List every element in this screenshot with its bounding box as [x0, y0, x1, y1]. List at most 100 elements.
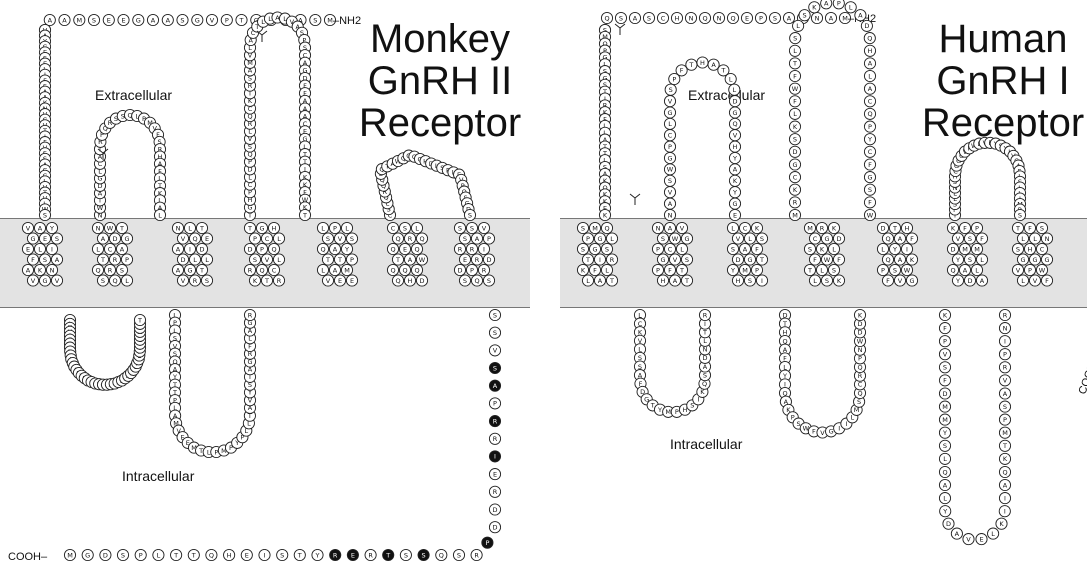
residue: T [1012, 222, 1023, 233]
residue: V [729, 130, 740, 141]
svg-text:N: N [656, 224, 661, 232]
svg-text:N: N [858, 346, 863, 354]
svg-text:T: T [297, 551, 302, 559]
residue: D [100, 549, 111, 560]
residue: P [999, 414, 1010, 425]
svg-text:A: A [475, 235, 480, 243]
residue: F [833, 254, 844, 265]
residue-chain: NAVSWGPCLGVSPFTHATLLDGQVHYAKYGE [664, 57, 740, 221]
svg-text:I: I [838, 425, 840, 433]
svg-text:V: V [482, 224, 487, 232]
residue: F [1041, 275, 1052, 286]
residue: Y [727, 264, 738, 275]
residue: T [756, 254, 767, 265]
svg-text:I: I [906, 245, 908, 253]
svg-text:S: S [121, 551, 125, 559]
svg-text:S: S [857, 398, 861, 406]
residue: V [478, 222, 489, 233]
svg-text:L: L [975, 266, 979, 274]
svg-text:Y: Y [892, 245, 897, 253]
residue: P [652, 264, 663, 275]
residue: A [172, 264, 183, 275]
svg-text:D: D [112, 235, 117, 243]
residue-chain: MRKCGDSKLFWFTLSLSK [804, 222, 844, 286]
residue: N [46, 264, 57, 275]
residue: S [769, 12, 780, 23]
residue: M [341, 264, 352, 275]
svg-text:S: S [803, 12, 807, 20]
residue: P [329, 222, 340, 233]
svg-text:W: W [107, 224, 114, 232]
svg-text:G: G [684, 235, 689, 243]
svg-text:V: V [265, 256, 270, 264]
residue: P [939, 336, 950, 347]
svg-text:T: T [807, 266, 812, 274]
residue: S [681, 254, 692, 265]
phospho-residue: R [489, 416, 500, 427]
svg-text:S: S [493, 329, 497, 337]
residue: H [732, 275, 743, 286]
residue: S [939, 362, 950, 373]
svg-text:I: I [483, 245, 485, 253]
svg-text:L: L [610, 235, 614, 243]
residue: M [589, 222, 600, 233]
residue: I [184, 243, 195, 254]
residue: S [727, 243, 738, 254]
residue: Y [729, 152, 740, 163]
svg-text:S: S [832, 266, 836, 274]
residue: A [329, 243, 340, 254]
residue: K [816, 243, 827, 254]
residue: S [790, 33, 801, 44]
svg-text:R: R [113, 256, 118, 264]
residue: L [121, 275, 132, 286]
svg-text:G: G [667, 154, 672, 162]
residue: L [877, 243, 888, 254]
svg-text:L: L [345, 224, 349, 232]
residue: M [939, 401, 950, 412]
svg-text:S: S [280, 551, 284, 559]
residue: E [489, 469, 500, 480]
residue: F [864, 159, 875, 170]
svg-text:T: T [199, 266, 204, 274]
svg-text:H: H [700, 59, 705, 67]
residue: R [478, 264, 489, 275]
svg-text:Q: Q [439, 551, 444, 559]
residue: V [489, 345, 500, 356]
svg-text:A: A [743, 245, 748, 253]
residue: F [676, 65, 687, 76]
svg-text:W: W [867, 211, 874, 219]
residue: H [657, 275, 668, 286]
residue: P [489, 398, 500, 409]
svg-text:T: T [679, 266, 684, 274]
residue: A [999, 388, 1010, 399]
residue: Q [601, 12, 612, 23]
residue-chain: NLTVQEAIDDLLAGTVRSQGHGPAVSSPAVLGFLLPVIGP… [64, 314, 145, 390]
svg-text:H: H [408, 277, 413, 285]
residue: Q [399, 264, 410, 275]
svg-text:F: F [963, 224, 967, 232]
residue: D [244, 243, 255, 254]
residue: P [249, 233, 260, 244]
svg-text:M: M [1002, 429, 1008, 437]
svg-text:E: E [205, 235, 209, 243]
svg-text:D: D [457, 266, 462, 274]
residue: L [582, 275, 593, 286]
residue: A [97, 233, 108, 244]
residue: Q [416, 233, 427, 244]
residue-chain: LCKVLSSAFDGTYMPHSI [727, 222, 767, 286]
svg-text:Y: Y [49, 224, 54, 232]
svg-text:P: P [868, 123, 872, 131]
svg-text:P: P [672, 75, 676, 83]
residue: D [947, 243, 958, 254]
svg-text:A: A [493, 382, 498, 390]
phospho-residue: A [489, 380, 500, 391]
residue: A [864, 83, 875, 94]
residue: A [783, 12, 794, 23]
residue: D [196, 243, 207, 254]
svg-text:E: E [43, 235, 47, 243]
residue: S [39, 209, 50, 220]
svg-text:H: H [736, 277, 741, 285]
svg-text:F: F [593, 266, 597, 274]
svg-text:P: P [755, 266, 759, 274]
residue: A [821, 0, 832, 9]
